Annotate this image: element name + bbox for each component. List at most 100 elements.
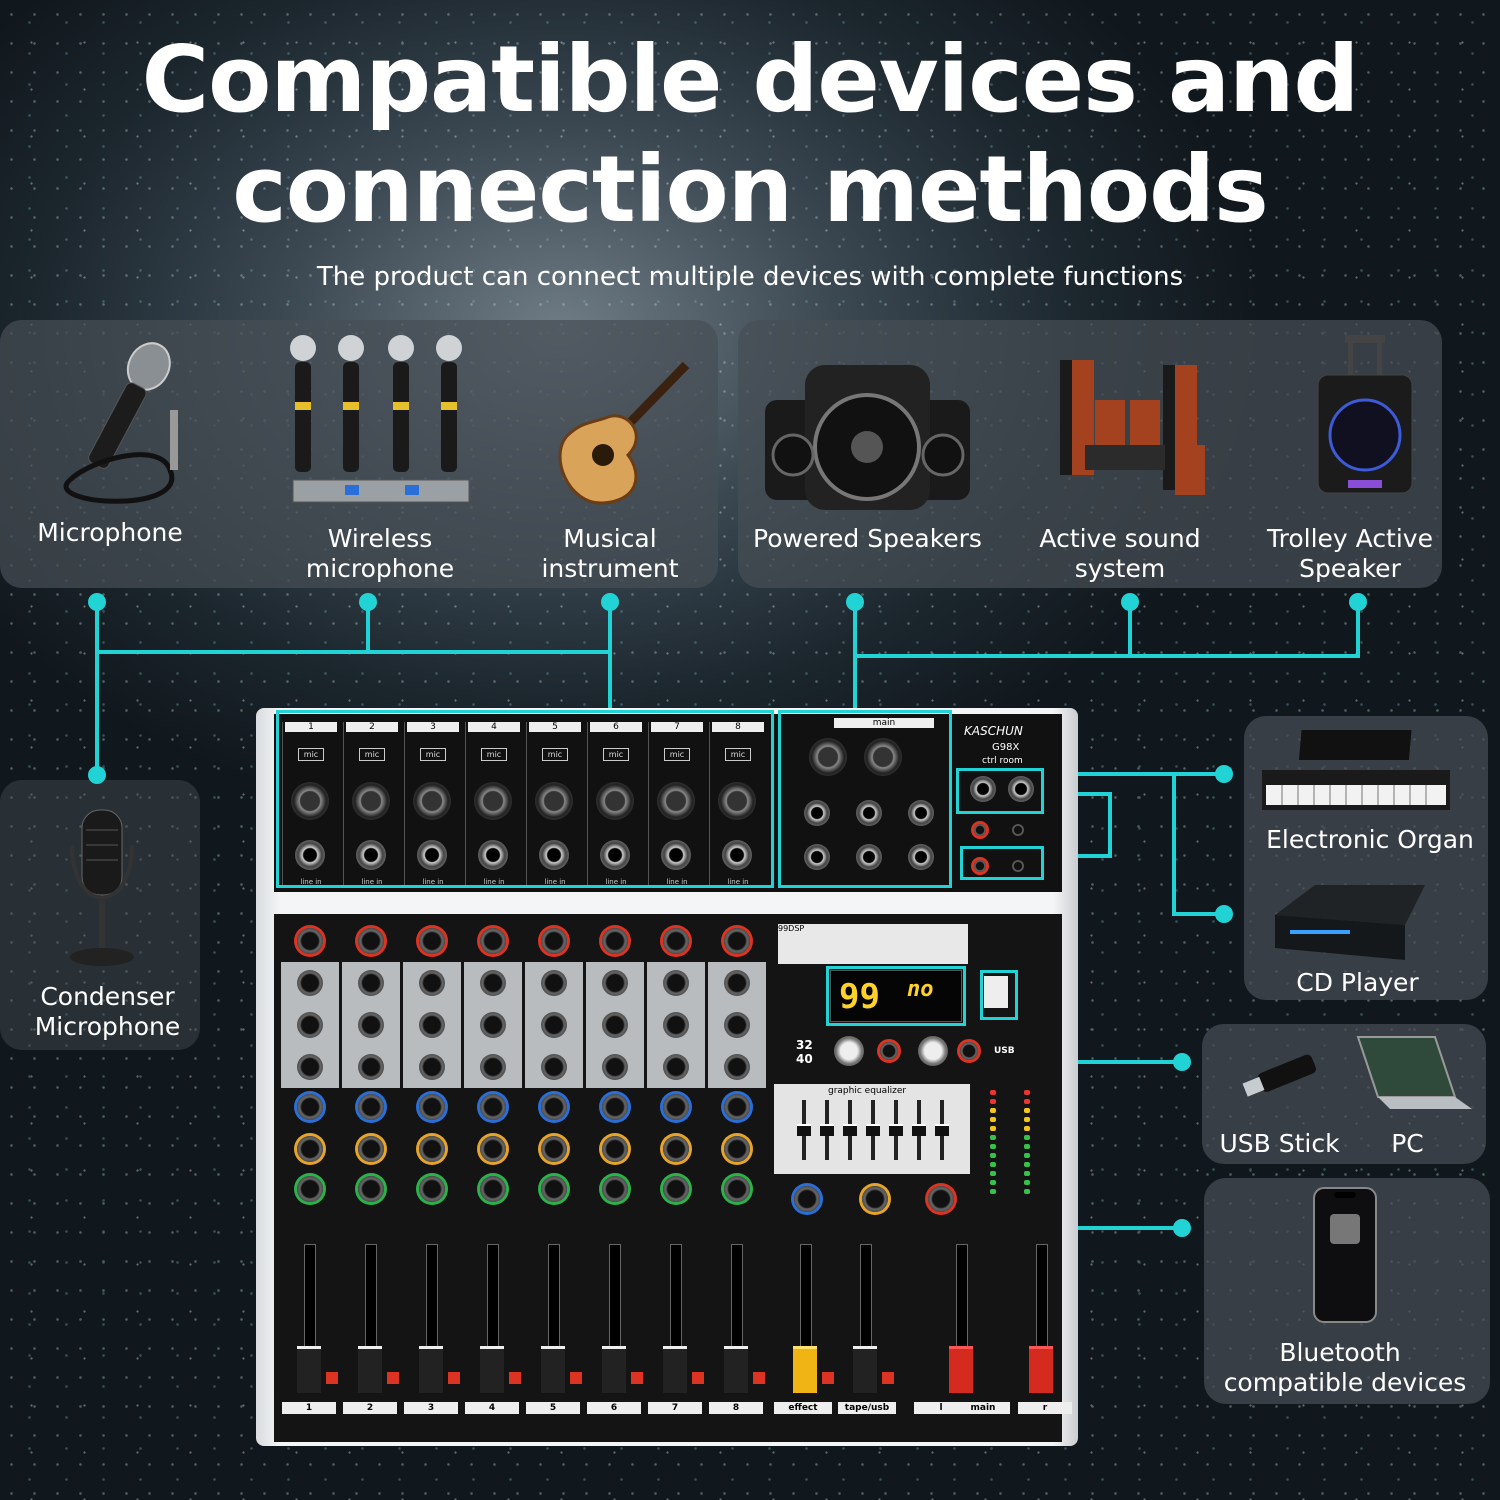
fader-cap[interactable] (853, 1346, 877, 1393)
fader-cap[interactable] (1029, 1346, 1053, 1393)
eq-high-knob[interactable] (480, 970, 506, 996)
eq-mid-knob[interactable] (297, 1012, 323, 1038)
geq-slider[interactable] (843, 1100, 857, 1160)
return-jack[interactable] (908, 844, 934, 870)
eq-high-knob[interactable] (602, 970, 628, 996)
aux2-fx-knob[interactable] (663, 1136, 689, 1162)
pfl-button[interactable] (822, 1372, 834, 1384)
fader-cap[interactable] (793, 1346, 817, 1393)
pfl-button[interactable] (753, 1372, 765, 1384)
fader-cap[interactable] (297, 1346, 321, 1393)
mode-button[interactable] (960, 1042, 978, 1060)
pan-knob[interactable] (358, 1176, 384, 1202)
xlr-input-jack[interactable] (657, 782, 695, 820)
pfl-button[interactable] (692, 1372, 704, 1384)
xlr-input-jack[interactable] (596, 782, 634, 820)
gain-knob[interactable] (480, 928, 506, 954)
xlr-input-jack[interactable] (718, 782, 756, 820)
eq-mid-knob[interactable] (541, 1012, 567, 1038)
phones-jack[interactable] (804, 844, 830, 870)
fader-cap[interactable] (949, 1346, 973, 1393)
aux2-fx-knob[interactable] (541, 1136, 567, 1162)
rca-out-right-jack[interactable] (1012, 824, 1024, 836)
main-out-right-jack[interactable] (864, 738, 902, 776)
eq-high-knob[interactable] (663, 970, 689, 996)
line-input-jack[interactable] (356, 840, 386, 870)
pfl-button[interactable] (570, 1372, 582, 1384)
line-input-jack[interactable] (722, 840, 752, 870)
eq-low-knob[interactable] (541, 1054, 567, 1080)
geq-slider[interactable] (935, 1100, 949, 1160)
pfl-button[interactable] (448, 1372, 460, 1384)
pfl-button[interactable] (387, 1372, 399, 1384)
pfl-button[interactable] (326, 1372, 338, 1384)
gain-knob[interactable] (724, 928, 750, 954)
fader-cap[interactable] (480, 1346, 504, 1393)
eq-mid-knob[interactable] (480, 1012, 506, 1038)
pan-knob[interactable] (297, 1176, 323, 1202)
fader-cap[interactable] (602, 1346, 626, 1393)
eq-low-knob[interactable] (480, 1054, 506, 1080)
eq-high-knob[interactable] (297, 970, 323, 996)
eq-low-knob[interactable] (724, 1054, 750, 1080)
geq-slider-cap[interactable] (935, 1124, 949, 1136)
fader-cap[interactable] (724, 1346, 748, 1393)
aux1-knob[interactable] (419, 1094, 445, 1120)
eq-mid-knob[interactable] (663, 1012, 689, 1038)
rca-in-right-jack[interactable] (1012, 860, 1024, 872)
send-jack[interactable] (908, 800, 934, 826)
line-input-jack[interactable] (478, 840, 508, 870)
gain-knob[interactable] (358, 928, 384, 954)
aux1-knob[interactable] (358, 1094, 384, 1120)
eq-mid-knob[interactable] (724, 1012, 750, 1038)
pan-knob[interactable] (724, 1176, 750, 1202)
geq-slider-cap[interactable] (820, 1124, 834, 1136)
eq-high-knob[interactable] (541, 970, 567, 996)
xlr-input-jack[interactable] (413, 782, 451, 820)
fader-cap[interactable] (358, 1346, 382, 1393)
ctrl-room-left-jack[interactable] (970, 776, 996, 802)
aux1-knob[interactable] (724, 1094, 750, 1120)
master-aux1-knob[interactable] (794, 1186, 820, 1212)
gain-knob[interactable] (663, 928, 689, 954)
aux1-knob[interactable] (480, 1094, 506, 1120)
geq-slider[interactable] (820, 1100, 834, 1160)
eq-mid-knob[interactable] (358, 1012, 384, 1038)
main-out-left-jack[interactable] (809, 738, 847, 776)
pan-knob[interactable] (602, 1176, 628, 1202)
line-input-jack[interactable] (539, 840, 569, 870)
gain-knob[interactable] (297, 928, 323, 954)
geq-slider[interactable] (889, 1100, 903, 1160)
geq-slider[interactable] (912, 1100, 926, 1160)
aux1-knob[interactable] (541, 1094, 567, 1120)
eq-mid-knob[interactable] (602, 1012, 628, 1038)
geq-slider-cap[interactable] (912, 1124, 926, 1136)
pfl-button[interactable] (882, 1372, 894, 1384)
aux-send-jack[interactable] (856, 844, 882, 870)
gain-knob[interactable] (602, 928, 628, 954)
eq-low-knob[interactable] (419, 1054, 445, 1080)
pfl-button[interactable] (509, 1372, 521, 1384)
fader-cap[interactable] (541, 1346, 565, 1393)
line-input-jack[interactable] (600, 840, 630, 870)
geq-slider-cap[interactable] (797, 1124, 811, 1136)
pan-knob[interactable] (480, 1176, 506, 1202)
aux2-fx-knob[interactable] (602, 1136, 628, 1162)
eq-mid-knob[interactable] (419, 1012, 445, 1038)
right-out-jack[interactable] (856, 800, 882, 826)
xlr-input-jack[interactable] (352, 782, 390, 820)
fader-cap[interactable] (663, 1346, 687, 1393)
aux1-knob[interactable] (602, 1094, 628, 1120)
rca-in-left-jack[interactable] (974, 860, 986, 872)
rca-out-left-jack[interactable] (974, 824, 986, 836)
left-out-jack[interactable] (804, 800, 830, 826)
aux2-fx-knob[interactable] (480, 1136, 506, 1162)
geq-slider-cap[interactable] (843, 1124, 857, 1136)
repeat-button[interactable] (880, 1042, 898, 1060)
geq-slider-cap[interactable] (866, 1124, 880, 1136)
gain-knob[interactable] (541, 928, 567, 954)
xlr-input-jack[interactable] (291, 782, 329, 820)
eq-low-knob[interactable] (297, 1054, 323, 1080)
fader-cap[interactable] (419, 1346, 443, 1393)
eq-high-knob[interactable] (419, 970, 445, 996)
